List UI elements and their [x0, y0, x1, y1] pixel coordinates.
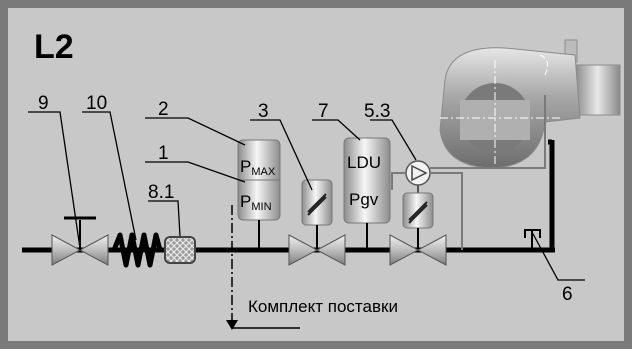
callout-leaders	[28, 111, 585, 281]
diagram-title: L2	[34, 28, 74, 66]
callout-1: 1	[158, 143, 169, 164]
delivery-scope-label: Комплект поставки	[248, 297, 398, 316]
callout-6: 6	[562, 284, 573, 305]
burner	[439, 39, 621, 169]
leak-detection-unit-7	[343, 137, 391, 250]
callout-8-1: 8.1	[148, 182, 174, 203]
ldu-label: LDU	[347, 153, 381, 172]
callout-7: 7	[318, 101, 329, 122]
pressure-min-label: PMIN	[240, 192, 272, 213]
filter-8-1	[164, 236, 196, 264]
delivery-scope-boundary	[226, 205, 300, 330]
callout-9: 9	[38, 93, 49, 114]
pgv-label: Pgv	[349, 190, 379, 209]
compensator-10	[111, 232, 163, 268]
callout-3: 3	[258, 101, 269, 122]
valve-group-5-3	[389, 95, 546, 266]
callout-10: 10	[86, 93, 107, 114]
callout-5-3: 5.3	[364, 101, 390, 122]
solenoid-valve-3	[288, 179, 346, 266]
pressure-max-label: PMAX	[240, 157, 276, 178]
callout-2: 2	[158, 99, 169, 120]
